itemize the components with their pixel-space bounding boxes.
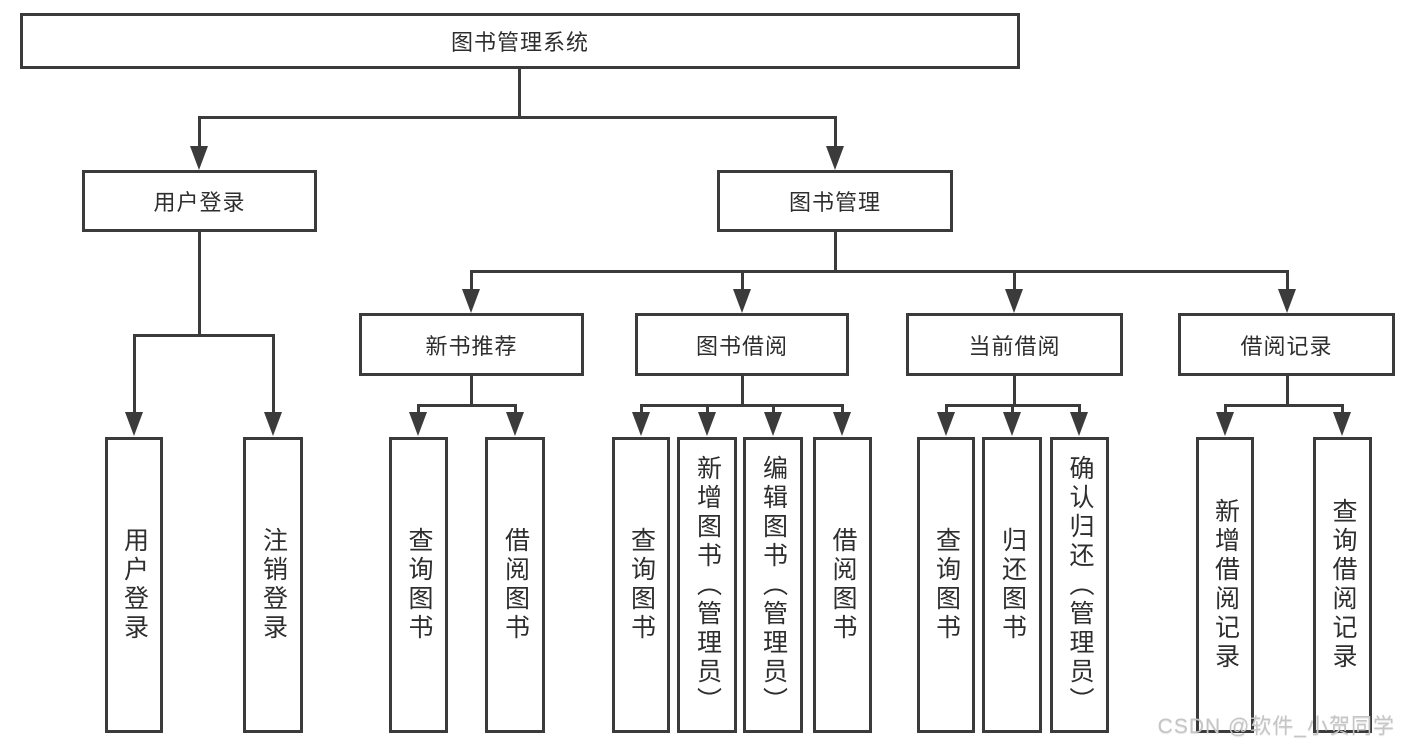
arrowhead — [1333, 412, 1351, 436]
node-label: 新增借阅记录 — [1211, 498, 1240, 672]
arrowhead-book-management — [826, 146, 844, 170]
edge-records-stem — [1285, 376, 1289, 406]
edge-bookborrow-bus — [639, 404, 844, 407]
edge-drop — [705, 404, 709, 414]
node-label: 借阅记录 — [1240, 333, 1333, 359]
arrowhead — [632, 412, 650, 436]
node-label: 借阅图书 — [829, 527, 857, 643]
edge-drop-book-management — [833, 116, 837, 150]
edge-drop — [771, 404, 775, 414]
node-label: 查询图书 — [627, 527, 656, 643]
node-label: 归还图书 — [998, 527, 1027, 643]
arrowhead — [1216, 412, 1234, 436]
arrowhead — [937, 412, 955, 436]
leaf-borrow-books-2: 借阅图书 — [813, 437, 872, 733]
leaf-add-borrow-record: 新增借阅记录 — [1196, 437, 1254, 733]
arrowhead-user-login — [190, 146, 208, 170]
node-library-system: 图书管理系统 — [20, 13, 1020, 69]
edge-records-bus — [1223, 404, 1344, 407]
edge-drop — [513, 404, 517, 414]
arrowhead-login-leaf — [125, 412, 143, 436]
edge-bookmgmt-bus — [469, 270, 1289, 273]
arrowhead — [1003, 412, 1021, 436]
arrowhead — [764, 412, 782, 436]
leaf-query-books-1: 查询图书 — [389, 437, 448, 733]
edge-bookborrow-stem — [740, 376, 744, 406]
node-label: 查询图书 — [405, 527, 433, 643]
edge-bookmgmt-stem — [833, 232, 837, 272]
node-new-book-recommend: 新书推荐 — [359, 313, 584, 376]
edge-drop — [1077, 404, 1081, 414]
node-book-borrowing: 图书借阅 — [635, 313, 849, 376]
node-label: 借阅图书 — [501, 527, 530, 643]
node-label: 用户登录 — [120, 527, 149, 643]
leaf-user-login: 用户登录 — [105, 437, 163, 733]
edge-drop-borrow-records — [1285, 270, 1289, 292]
node-label: 查询借阅记录 — [1329, 498, 1357, 672]
leaf-query-books-2: 查询图书 — [612, 437, 670, 733]
csdn-watermark: CSDN @软件_小贺同学 — [1157, 715, 1395, 738]
node-book-management: 图书管理 — [717, 170, 953, 232]
node-label: 图书管理系统 — [450, 30, 589, 55]
arrowhead — [506, 412, 524, 436]
edge-userlogin-bus — [132, 334, 275, 337]
node-label: 图书管理 — [788, 190, 881, 215]
leaf-borrow-books-1: 借阅图书 — [485, 437, 545, 733]
arrowhead — [833, 412, 851, 436]
edge-userlogin-stem — [197, 232, 201, 336]
edge-drop-book-borrow — [740, 270, 744, 292]
edge-drop-new-books — [469, 270, 473, 292]
node-label: 查询图书 — [932, 527, 961, 643]
edge-drop — [416, 404, 420, 414]
edge-drop-logout-leaf — [271, 334, 275, 416]
node-label: 确认归还（管理员） — [1066, 454, 1094, 716]
node-label: 当前借阅 — [968, 333, 1061, 359]
edge-drop — [1010, 404, 1014, 414]
node-label: 新书推荐 — [425, 333, 518, 359]
arrowhead-borrow-records — [1278, 289, 1296, 313]
leaf-confirm-return-admin: 确认归还（管理员） — [1050, 437, 1109, 733]
arrowhead-current-borrow — [1005, 289, 1023, 313]
node-current-borrowing: 当前借阅 — [906, 313, 1123, 376]
node-user-login: 用户登录 — [82, 170, 317, 232]
edge-drop-login-leaf — [132, 334, 136, 416]
edge-drop-current-borrow — [1012, 270, 1016, 292]
edge-drop — [840, 404, 844, 414]
edge-drop — [1223, 404, 1227, 414]
arrowhead — [1070, 412, 1088, 436]
edge-root-stem — [517, 68, 521, 119]
node-label: 新增图书（管理员） — [693, 454, 722, 716]
edge-drop — [639, 404, 643, 414]
arrowhead — [409, 412, 427, 436]
edge-drop-user-login — [197, 116, 201, 150]
node-borrowing-records: 借阅记录 — [1178, 313, 1395, 376]
arrowhead-logout-leaf — [264, 412, 282, 436]
arrowhead-book-borrow — [733, 289, 751, 313]
edge-drop — [1340, 404, 1344, 414]
node-label: 图书借阅 — [695, 333, 788, 359]
leaf-logout: 注销登录 — [243, 437, 303, 733]
edge-newbook-bus — [416, 404, 517, 407]
arrowhead-new-books — [462, 289, 480, 313]
node-label: 用户登录 — [153, 190, 246, 215]
edge-currentborrow-stem — [1012, 376, 1016, 406]
leaf-query-books-3: 查询图书 — [917, 437, 975, 733]
edge-newbook-stem — [469, 376, 473, 406]
edge-root-bus — [197, 116, 837, 119]
leaf-add-books-admin: 新增图书（管理员） — [677, 437, 737, 733]
leaf-edit-books-admin: 编辑图书（管理员） — [743, 437, 803, 733]
node-label: 注销登录 — [259, 527, 288, 643]
node-label: 编辑图书（管理员） — [759, 454, 788, 716]
leaf-return-books: 归还图书 — [982, 437, 1042, 733]
edge-drop — [944, 404, 948, 414]
arrowhead — [698, 412, 716, 436]
leaf-query-borrow-record: 查询借阅记录 — [1313, 437, 1372, 733]
